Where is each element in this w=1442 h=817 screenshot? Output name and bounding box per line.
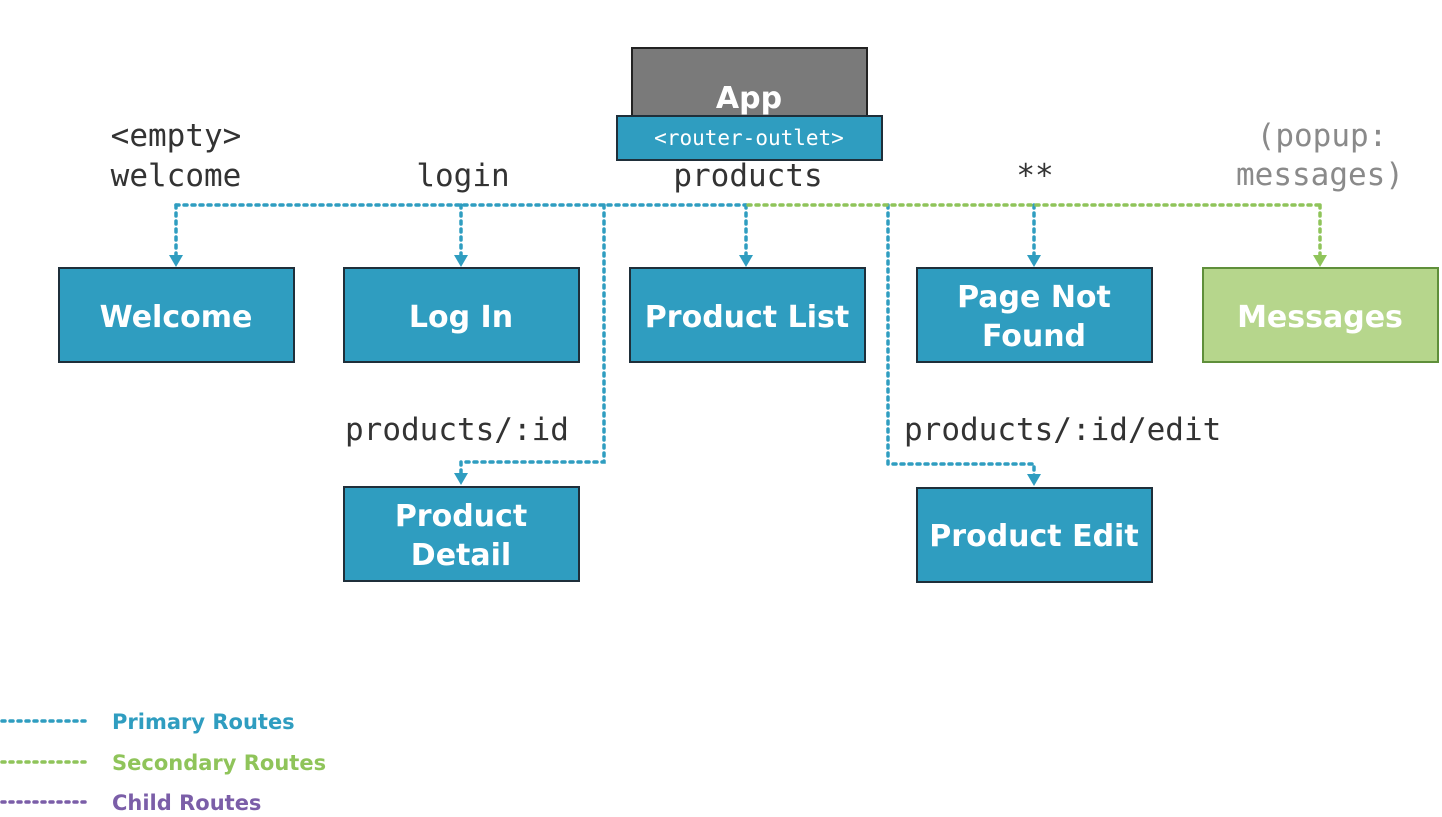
route-label-empty: <empty> <box>111 118 242 154</box>
router-outlet-box <box>616 115 883 161</box>
product-list-component: Product List <box>629 267 866 363</box>
route-label-product-detail: products/:id <box>345 412 569 448</box>
page-not-found-label-line1: Page Not <box>957 280 1111 315</box>
app-box <box>631 47 868 121</box>
legend-primary-label: Primary Routes <box>112 710 295 734</box>
login-box <box>343 267 580 363</box>
welcome-arrow-icon <box>169 255 183 267</box>
messages-label: Messages <box>1237 300 1403 335</box>
product-list-arrow-icon <box>739 255 753 267</box>
legend: Primary Routes Secondary Routes Child Ro… <box>0 710 326 815</box>
login-arrow-icon <box>454 255 468 267</box>
legend-secondary-label: Secondary Routes <box>112 751 326 775</box>
login-component: Log In <box>343 267 580 363</box>
route-label-welcome: welcome <box>111 158 242 194</box>
component-boxes: Welcome Log In Product List Page Not Fou… <box>58 267 1439 583</box>
product-edit-component: Product Edit <box>916 487 1153 583</box>
page-not-found-component: Page Not Found <box>916 267 1153 363</box>
product-edit-arrow-icon <box>1027 474 1041 486</box>
route-labels: <empty> welcome login products ** (popup… <box>111 118 1404 448</box>
messages-component: Messages <box>1202 267 1439 363</box>
page-not-found-arrow-icon <box>1027 255 1041 267</box>
product-detail-label-line1: Product <box>395 499 527 534</box>
product-detail-arrow-icon <box>454 473 468 485</box>
route-label-popup-line1: (popup: <box>1257 118 1388 154</box>
product-edit-connector-line <box>886 203 1036 478</box>
product-list-box <box>629 267 866 363</box>
welcome-component: Welcome <box>58 267 295 363</box>
secondary-route-lines <box>746 203 1322 260</box>
route-label-wildcard: ** <box>1016 158 1053 194</box>
product-edit-box <box>916 487 1153 583</box>
route-label-login: login <box>416 158 509 194</box>
app-component: App <router-outlet> <box>616 47 883 161</box>
messages-box <box>1202 267 1439 363</box>
login-label: Log In <box>409 300 513 335</box>
page-not-found-label-line2: Found <box>982 319 1086 354</box>
arrowheads <box>169 255 1327 486</box>
route-label-popup-line2: messages) <box>1236 157 1404 193</box>
welcome-label: Welcome <box>100 300 253 335</box>
welcome-box <box>58 267 295 363</box>
route-label-products: products <box>673 158 822 194</box>
product-list-label: Product List <box>645 300 849 335</box>
product-detail-box <box>343 486 580 582</box>
product-detail-label-line2: Detail <box>411 538 511 573</box>
router-outlet-label: <router-outlet> <box>654 126 844 150</box>
app-title: App <box>716 81 782 116</box>
legend-child-label: Child Routes <box>112 791 261 815</box>
product-edit-label: Product Edit <box>929 519 1138 554</box>
page-not-found-box <box>916 267 1153 363</box>
messages-arrow-icon <box>1313 255 1327 267</box>
primary-route-lines <box>174 203 1036 478</box>
route-label-product-edit: products/:id/edit <box>904 412 1221 448</box>
product-detail-component: Product Detail <box>343 486 580 582</box>
product-detail-connector-line <box>459 203 606 478</box>
